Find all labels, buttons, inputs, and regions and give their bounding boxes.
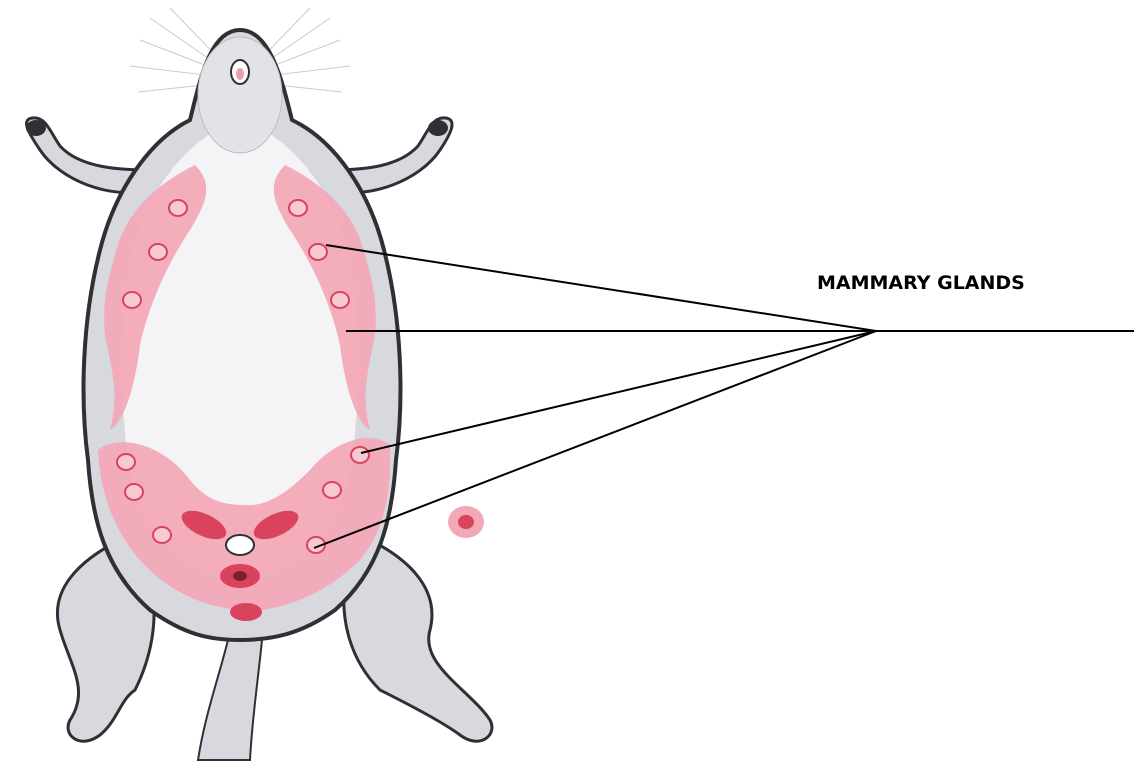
mouth-inner bbox=[236, 68, 244, 80]
detached-gland-detail bbox=[448, 506, 484, 538]
mammary-glands-label: MAMMARY GLANDS bbox=[817, 272, 1025, 294]
head bbox=[198, 37, 282, 153]
